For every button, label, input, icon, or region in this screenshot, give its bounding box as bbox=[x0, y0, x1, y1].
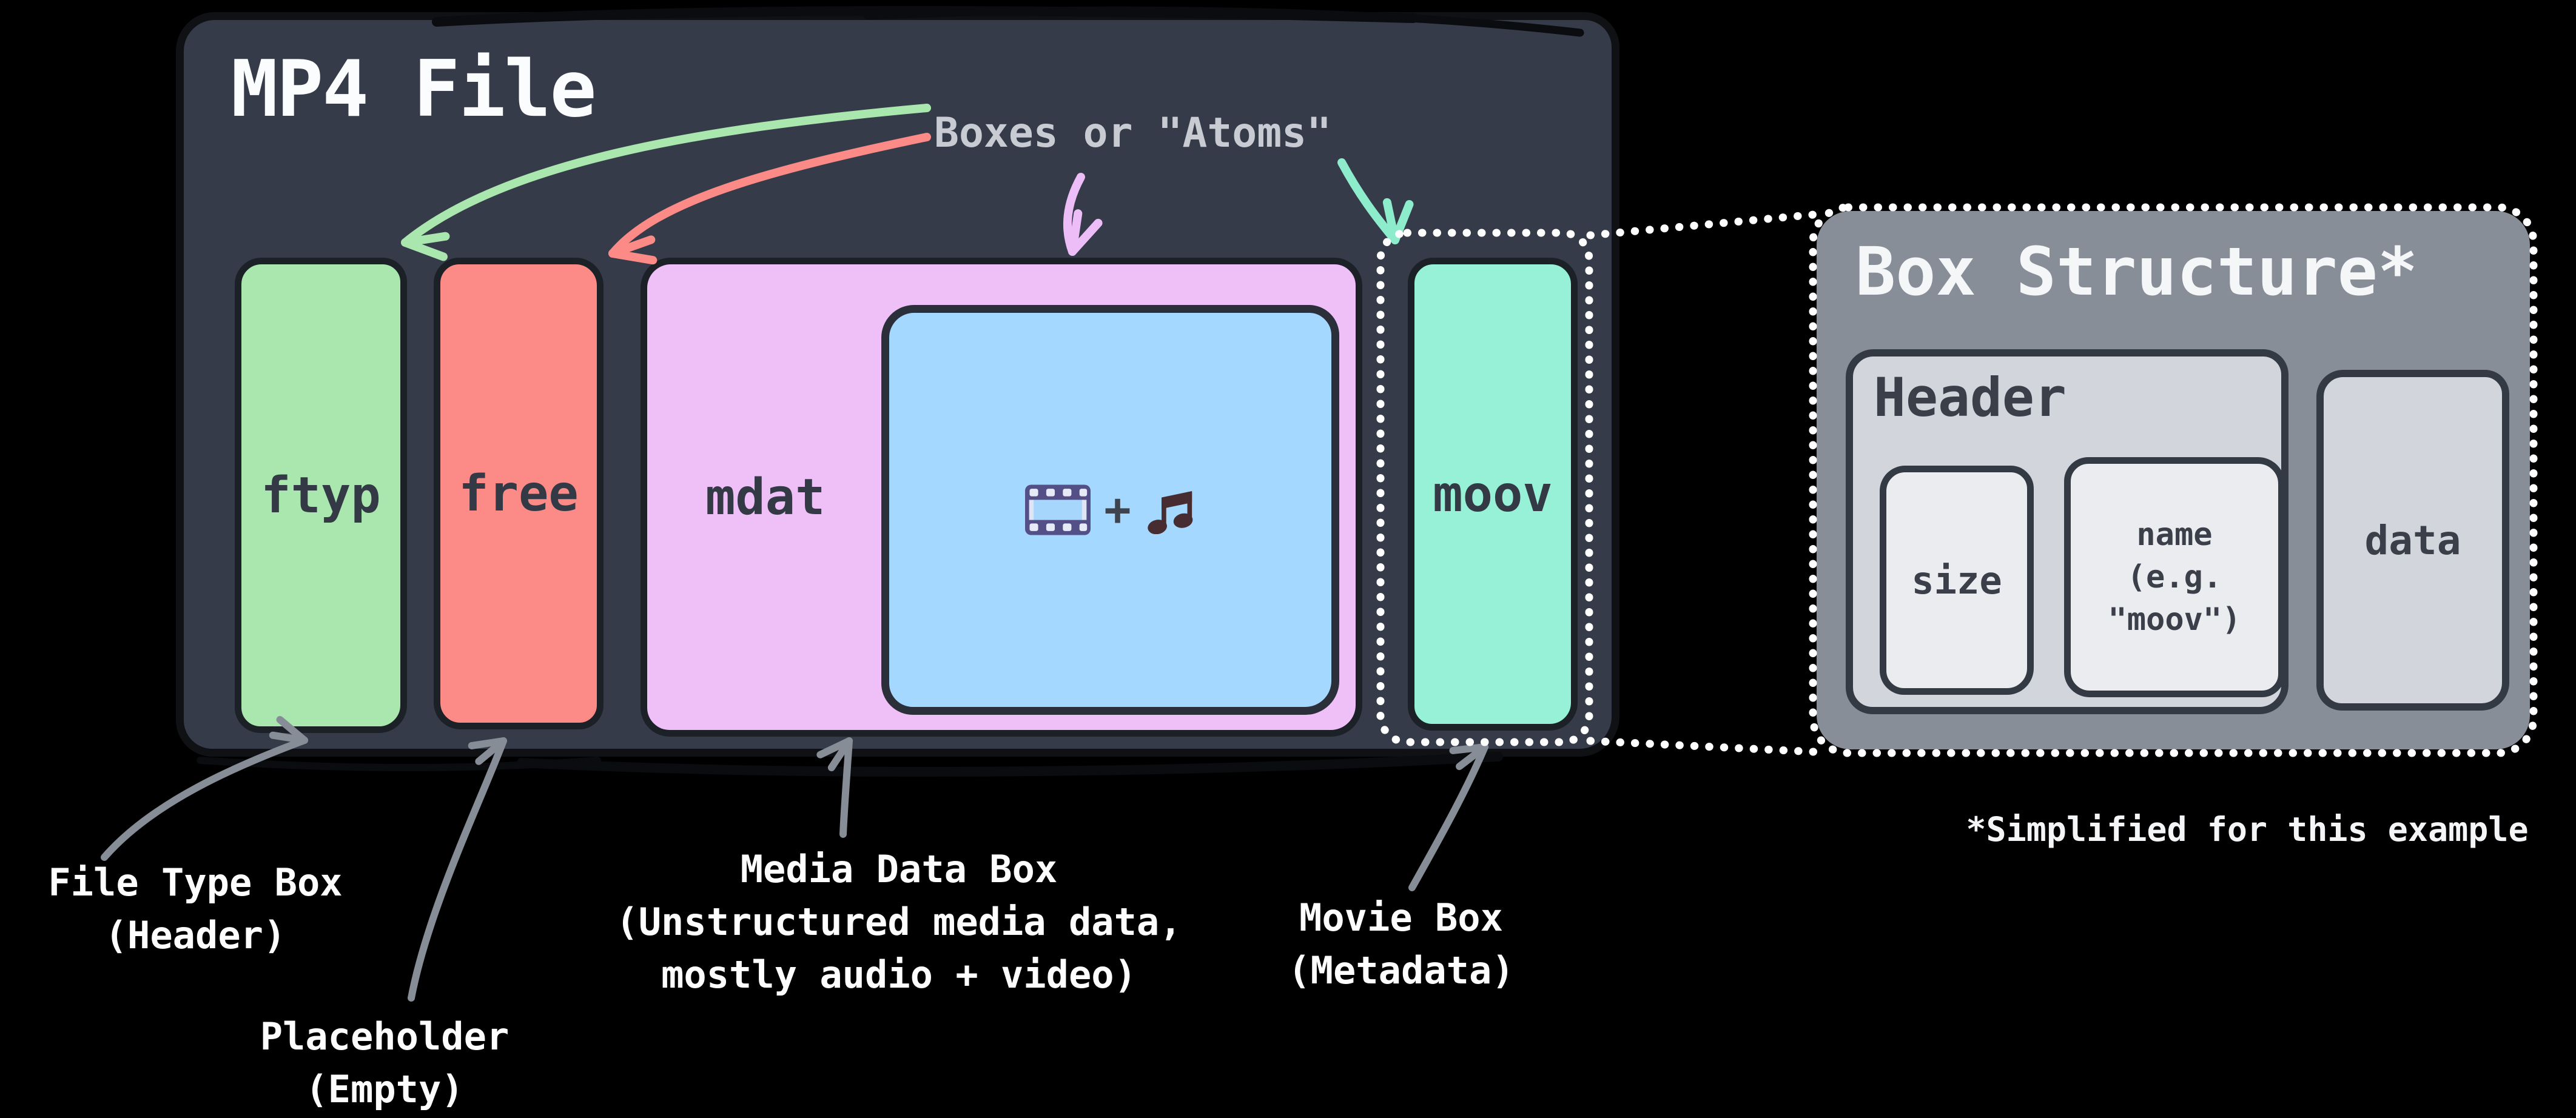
plus-sign: + bbox=[1104, 484, 1131, 536]
box-structure-panel: Box Structure* Header size name (e.g. "m… bbox=[1817, 211, 2530, 749]
ftyp-annotation: File Type Box (Header) bbox=[13, 856, 377, 962]
annotation-line: Movie Box bbox=[1299, 895, 1503, 940]
moov-box: moov bbox=[1408, 258, 1578, 731]
free-annotation: Placeholder (Empty) bbox=[203, 1010, 567, 1116]
arrow-free-annotation bbox=[408, 737, 507, 1002]
free-box: free bbox=[434, 258, 604, 729]
zoom-connector-top bbox=[1586, 210, 1818, 239]
size-box: size bbox=[1880, 466, 2034, 695]
moov-label: moov bbox=[1433, 465, 1553, 523]
box-structure-title: Box Structure* bbox=[1855, 233, 2418, 310]
media-content-box: + bbox=[881, 305, 1339, 715]
size-label: size bbox=[1911, 558, 2002, 603]
annotation-line: Media Data Box bbox=[740, 847, 1058, 891]
zoom-connector-bottom bbox=[1586, 737, 1818, 756]
moov-annotation: Movie Box (Metadata) bbox=[1219, 891, 1583, 997]
arrow-moov-annotation bbox=[1408, 743, 1488, 891]
annotation-line: (Unstructured media data, bbox=[616, 900, 1182, 944]
music-note-icon bbox=[1148, 491, 1193, 534]
data-box: data bbox=[2316, 370, 2509, 711]
annotation-line: mostly audio + video) bbox=[661, 952, 1137, 997]
mp4-file-container: MP4 File ftyp free mdat bbox=[176, 12, 1619, 757]
free-label: free bbox=[459, 464, 579, 523]
header-box: Header size name (e.g. "moov") bbox=[1846, 349, 2288, 714]
annotation-line: (Metadata) bbox=[1288, 948, 1515, 992]
mdat-annotation: Media Data Box (Unstructured media data,… bbox=[535, 843, 1263, 1001]
film-strip-icon bbox=[1025, 484, 1091, 535]
header-label: Header bbox=[1874, 366, 2067, 429]
mp4-file-title: MP4 File bbox=[231, 44, 596, 135]
arrow-ftyp-annotation bbox=[101, 715, 308, 861]
name-label-line: name bbox=[2136, 517, 2213, 553]
ftyp-box: ftyp bbox=[235, 258, 407, 733]
annotation-line: (Header) bbox=[104, 913, 286, 957]
simplified-footnote: *Simplified for this example bbox=[1966, 810, 2529, 849]
name-box: name (e.g. "moov") bbox=[2064, 457, 2285, 697]
ftyp-label: ftyp bbox=[261, 466, 381, 524]
atoms-callout-label: Boxes or "Atoms" bbox=[934, 109, 1332, 157]
name-label-line: "moov") bbox=[2108, 601, 2241, 638]
data-label: data bbox=[2364, 517, 2461, 564]
annotation-line: File Type Box bbox=[48, 860, 343, 905]
annotation-line: Placeholder bbox=[260, 1014, 509, 1059]
name-label-line: (e.g. bbox=[2127, 559, 2222, 595]
annotation-line: (Empty) bbox=[305, 1067, 464, 1111]
mdat-label: mdat bbox=[705, 468, 826, 526]
